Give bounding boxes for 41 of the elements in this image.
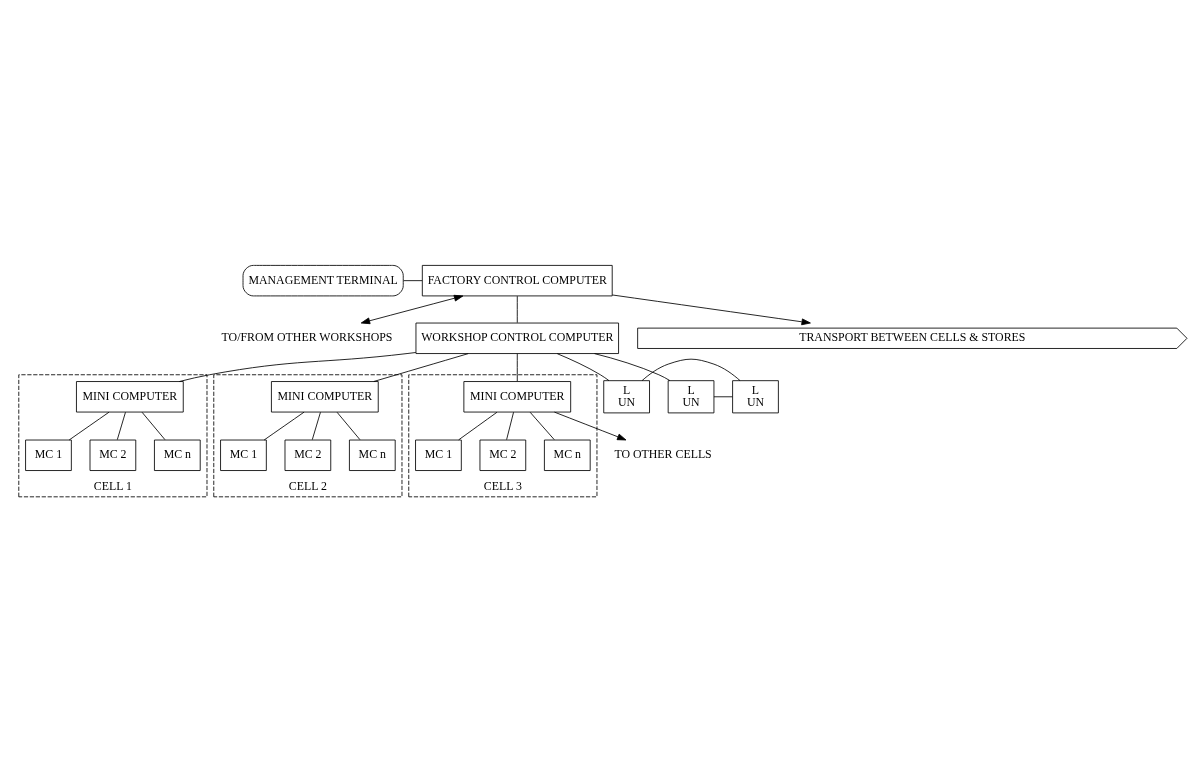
connector — [713, 395, 733, 397]
node-box: MC 2 — [89, 439, 137, 471]
connector — [141, 411, 166, 440]
connector — [373, 352, 469, 382]
connector — [178, 351, 417, 382]
node-box: L UN — [603, 379, 650, 413]
node-box: MC n — [154, 439, 201, 471]
connector — [458, 411, 498, 440]
node-box: L UN — [732, 379, 779, 413]
arrow — [360, 294, 464, 324]
node-box: MC n — [349, 439, 396, 471]
node-box: MC n — [543, 439, 591, 471]
node-box: MC 2 — [284, 439, 332, 471]
connector — [641, 358, 741, 381]
connector — [403, 279, 423, 281]
node-box: MINI COMPUTER — [76, 380, 184, 412]
connector — [516, 295, 518, 323]
node-box: MC 1 — [220, 439, 267, 471]
node-text: TO/FROM OTHER WORKSHOPS — [221, 329, 393, 344]
node-box: MC 1 — [415, 439, 462, 471]
arrow — [554, 411, 627, 440]
node-box: MC 2 — [479, 439, 527, 471]
node-text: TO OTHER CELLS — [614, 446, 712, 461]
connector — [506, 411, 514, 440]
node-box: MINI COMPUTER — [271, 380, 379, 412]
node-box: L UN — [667, 379, 715, 413]
connector — [594, 352, 671, 381]
connector — [336, 411, 361, 440]
node-box: MANAGEMENT TERMINAL — [242, 264, 404, 296]
connector — [116, 411, 126, 440]
node-box: WORKSHOP CONTROL COMPUTER — [415, 322, 619, 354]
node-box: MINI COMPUTER — [463, 380, 572, 412]
connector — [263, 411, 305, 440]
connector — [68, 411, 110, 440]
arrow — [611, 294, 811, 325]
node-box: MC 1 — [25, 439, 72, 471]
connector — [556, 352, 610, 381]
node-box: FACTORY CONTROL COMPUTER — [421, 264, 613, 296]
connector — [516, 352, 518, 382]
connector — [529, 411, 555, 440]
connector — [311, 411, 321, 440]
